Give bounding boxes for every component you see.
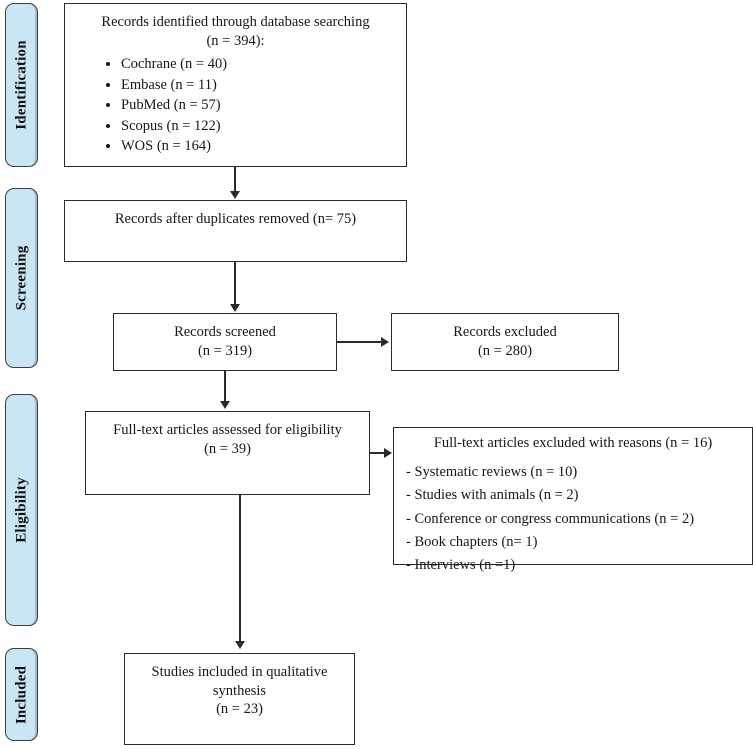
arrow-screened-to-excluded bbox=[381, 337, 389, 347]
box-records-identified: Records identified through database sear… bbox=[64, 3, 407, 167]
list-item: - Interviews (n =1) bbox=[406, 557, 516, 574]
records-excluded-text: Records excluded (n = 280) bbox=[392, 314, 618, 360]
list-item: Cochrane (n = 40) bbox=[121, 54, 406, 75]
stage-label-identification: Identification bbox=[13, 40, 29, 130]
box-fulltext-excluded-reasons: Full-text articles excluded with reasons… bbox=[393, 427, 753, 573]
box-fulltext-assessed: Full-text articles assessed for eligibil… bbox=[85, 411, 370, 495]
studies-included-line2: synthesis bbox=[212, 682, 267, 699]
list-item: - Conference or congress communications … bbox=[406, 510, 695, 527]
fulltext-assessed-line1: Full-text articles assessed for eligibil… bbox=[113, 422, 342, 438]
stage-label-screening: Screening bbox=[13, 245, 29, 311]
list-item: Scopus (n = 122) bbox=[121, 116, 406, 137]
fulltext-assessed-text: Full-text articles assessed for eligibil… bbox=[86, 412, 369, 458]
arrow-identified-to-duplicates bbox=[230, 191, 240, 199]
records-identified-heading-line2: (n = 394): bbox=[206, 32, 265, 49]
studies-included-line1: Studies included in qualitative bbox=[151, 664, 328, 680]
box-duplicates-removed: Records after duplicates removed (n= 75) bbox=[64, 200, 407, 262]
fulltext-assessed-line2: (n = 39) bbox=[204, 440, 251, 457]
studies-included-line3: (n = 23) bbox=[216, 701, 263, 718]
box-records-excluded: Records excluded (n = 280) bbox=[391, 313, 619, 371]
list-item: - Studies with animals (n = 2) bbox=[406, 487, 579, 504]
box-records-screened: Records screened (n = 319) bbox=[113, 313, 337, 371]
records-screened-line2: (n = 319) bbox=[197, 342, 253, 359]
connector-screened-to-eligibility bbox=[224, 371, 226, 403]
records-identified-heading: Records identified through database sear… bbox=[65, 4, 406, 50]
stage-tab-identification: Identification bbox=[5, 3, 38, 167]
list-item: WOS (n = 164) bbox=[121, 136, 406, 157]
arrow-duplicates-to-screened bbox=[230, 304, 240, 312]
excluded-reasons-heading: Full-text articles excluded with reasons… bbox=[433, 435, 713, 451]
stage-tab-included: Included bbox=[5, 648, 38, 741]
connector-eligibility-to-included bbox=[239, 495, 241, 643]
list-item: - Systematic reviews (n = 10) bbox=[406, 463, 578, 480]
list-item: PubMed (n = 57) bbox=[121, 95, 406, 116]
stage-tab-screening: Screening bbox=[5, 188, 38, 368]
connector-duplicates-to-screened bbox=[234, 262, 236, 306]
excluded-reasons-heading-wrap: Full-text articles excluded with reasons… bbox=[394, 428, 752, 453]
connector-eligibility-to-reasons bbox=[370, 452, 385, 454]
stage-tab-eligibility: Eligibility bbox=[5, 394, 38, 626]
duplicates-removed-text: Records after duplicates removed (n= 75) bbox=[114, 211, 357, 227]
stage-label-included: Included bbox=[13, 665, 29, 724]
arrow-eligibility-to-reasons bbox=[384, 448, 392, 458]
records-screened-line1: Records screened bbox=[174, 324, 276, 340]
list-item: - Book chapters (n= 1) bbox=[406, 534, 538, 550]
records-excluded-line1: Records excluded bbox=[453, 324, 557, 340]
stage-label-eligibility: Eligibility bbox=[13, 477, 29, 543]
connector-screened-to-excluded bbox=[337, 341, 383, 343]
studies-included-text: Studies included in qualitative synthesi… bbox=[125, 654, 354, 719]
box-studies-included: Studies included in qualitative synthesi… bbox=[124, 653, 355, 745]
records-screened-text: Records screened (n = 319) bbox=[114, 314, 336, 360]
arrow-screened-to-eligibility bbox=[220, 401, 230, 409]
arrow-eligibility-to-included bbox=[235, 641, 245, 649]
database-source-list: Cochrane (n = 40) Embase (n = 11) PubMed… bbox=[65, 54, 406, 157]
list-item: Embase (n = 11) bbox=[121, 75, 406, 96]
records-identified-heading-line1: Records identified through database sear… bbox=[101, 14, 370, 30]
records-excluded-line2: (n = 280) bbox=[477, 342, 533, 359]
excluded-reasons-list: - Systematic reviews (n = 10) - Studies … bbox=[394, 461, 752, 578]
connector-identified-to-duplicates bbox=[234, 167, 236, 193]
